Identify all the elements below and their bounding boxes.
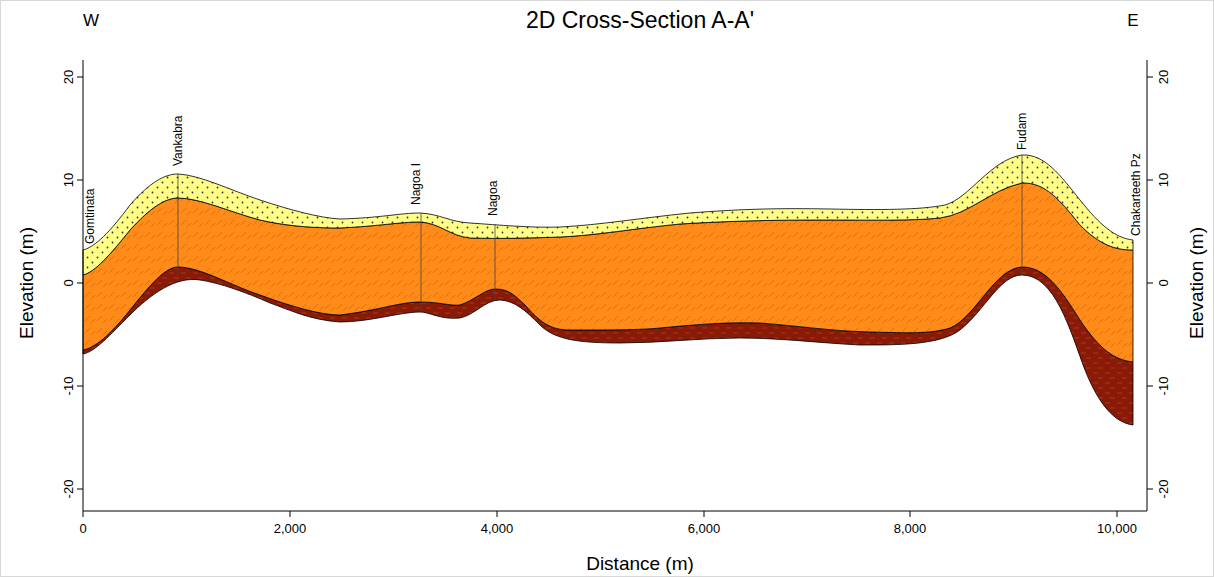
direction-label: E — [1127, 12, 1138, 29]
tick-label: 8,000 — [894, 522, 927, 535]
direction-label: W — [83, 12, 99, 29]
well-name: Fudam — [1016, 113, 1028, 150]
tick-label: 20 — [62, 70, 75, 84]
tick-label: -10 — [1157, 377, 1170, 396]
tick-label: 10 — [1157, 173, 1170, 187]
tick-label: 2,000 — [274, 522, 307, 535]
axis-title: Distance (m) — [586, 554, 694, 573]
tick-label: 0 — [79, 522, 86, 535]
well-name: Vankabra — [172, 116, 184, 166]
well-name: Nagoa I — [410, 163, 422, 205]
tick-label: 20 — [1157, 70, 1170, 84]
chart-title: 2D Cross-Section A-A' — [526, 9, 754, 32]
axis-title: Elevation (m) — [1187, 227, 1206, 339]
tick-label: 10 — [62, 173, 75, 187]
well-name: Gomtinata — [84, 189, 96, 244]
tick-label: 4,000 — [481, 522, 514, 535]
axis-title: Elevation (m) — [17, 227, 36, 339]
tick-label: 0 — [1157, 279, 1170, 286]
sand-layer — [83, 155, 1133, 275]
tick-label: -10 — [62, 377, 75, 396]
well-name: Chakarteeth Pz — [1130, 153, 1142, 236]
tick-label: 0 — [62, 279, 75, 286]
tick-label: -20 — [62, 480, 75, 499]
well-lines — [178, 155, 1022, 312]
tick-label: 6,000 — [688, 522, 721, 535]
axes — [77, 60, 1153, 517]
tick-label: 10,000 — [1097, 522, 1137, 535]
well-name: Nagoa — [487, 181, 499, 216]
tick-label: -20 — [1157, 480, 1170, 499]
